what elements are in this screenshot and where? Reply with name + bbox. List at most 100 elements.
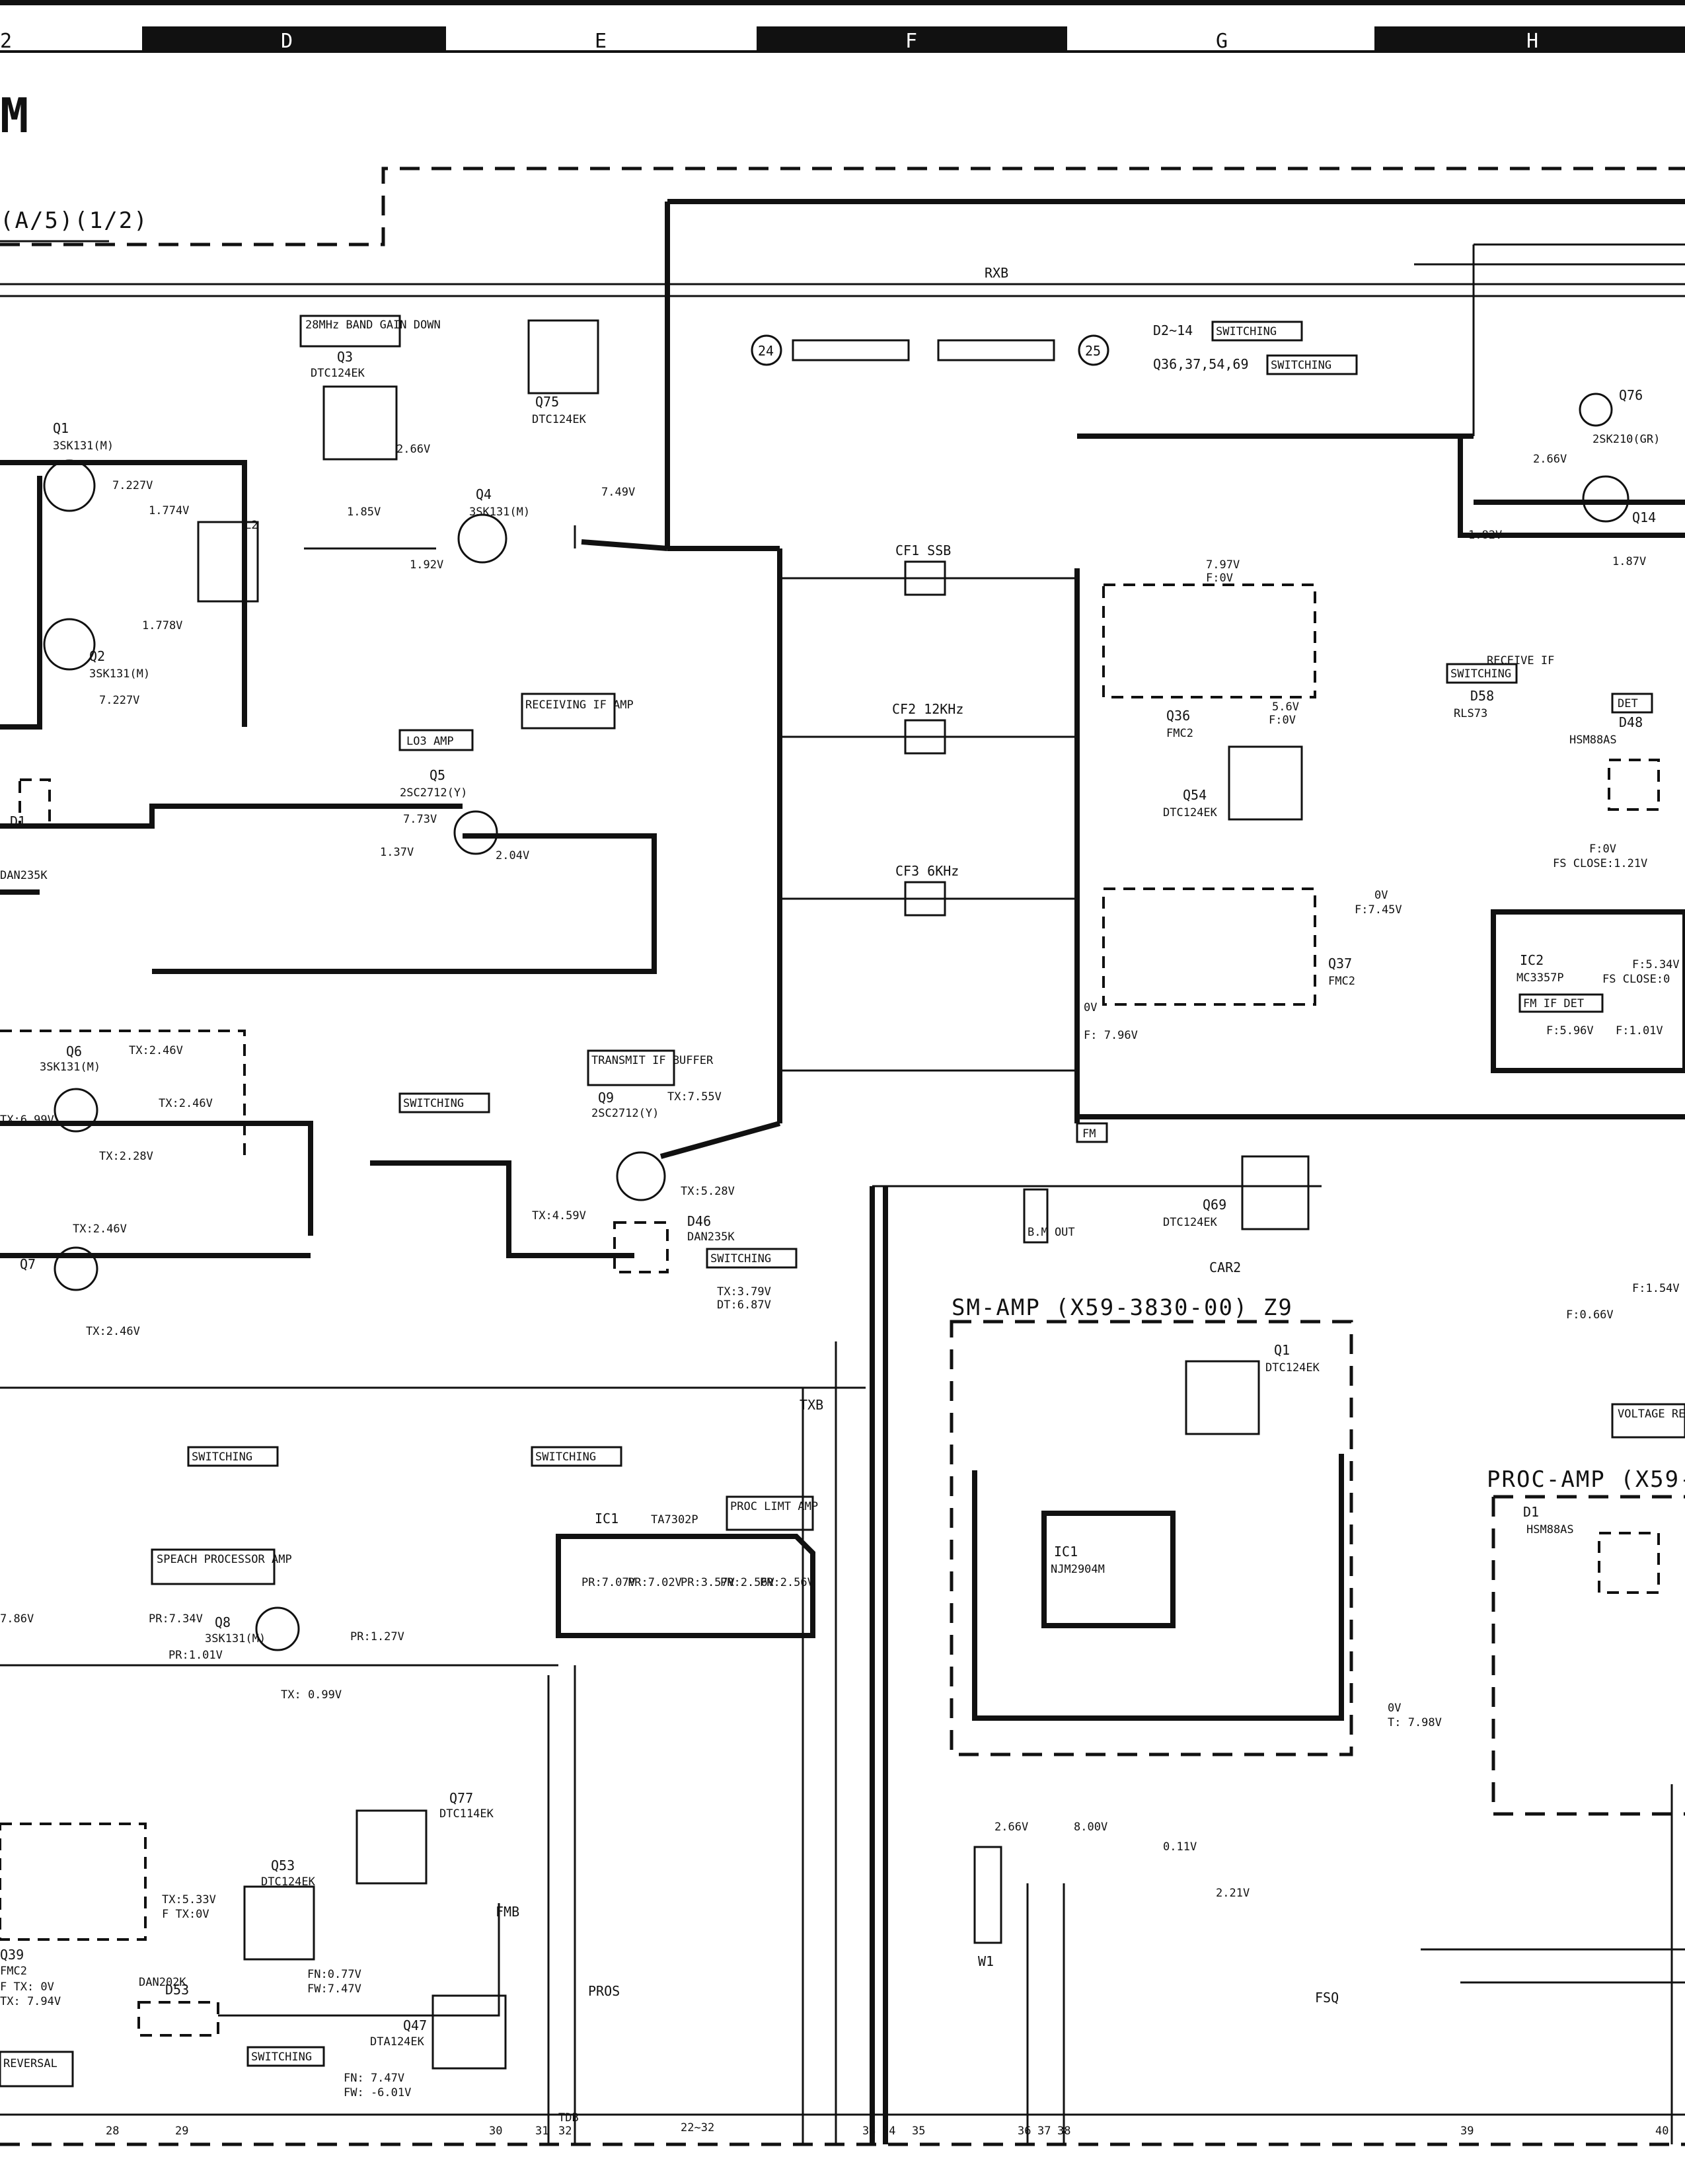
pin-36: 36 xyxy=(1018,2125,1031,2138)
v-q2-a: 7.227V xyxy=(99,694,139,707)
d2-14-label: D2~14 xyxy=(1153,322,1193,338)
ruler-leading: 2 xyxy=(0,30,12,53)
filter-switching-section: CF1 SSB CF2 12KHz CF3 6KHz 24 25 D2~14 S… xyxy=(667,320,1685,1143)
ic2-type: MC3357P xyxy=(1516,971,1564,985)
ruler-col-g: G xyxy=(1216,30,1228,53)
q2-label: Q2 xyxy=(89,648,105,664)
v-q8-b: PR:1.01V xyxy=(168,1649,223,1662)
v-misc-a: F:0.66V xyxy=(1566,1308,1614,1322)
v-q5-a: 7.73V xyxy=(403,813,437,826)
q3-type: DTC124EK xyxy=(311,367,365,380)
v-q14-c: 1.87V xyxy=(1612,555,1646,568)
q5-type: 2SC2712(Y) xyxy=(400,786,467,800)
fsq-label: FSQ xyxy=(1315,1990,1339,2006)
switching-label-4: SWITCHING xyxy=(710,1252,771,1265)
v-q47-d: FW: -6.01V xyxy=(344,2086,411,2099)
q75-label: Q75 xyxy=(535,394,559,410)
speech-processor-section: SWITCHING SWITCHING SPEACH PROCESSOR AMP… xyxy=(0,1446,818,1702)
v-d48-b: FS CLOSE:1.21V xyxy=(1553,857,1647,870)
pin-35: 35 xyxy=(912,2125,925,2138)
v-q1-b: 1.774V xyxy=(149,504,189,517)
d48-label: D48 xyxy=(1619,714,1643,730)
lo3-section: Q5 2SC2712(Y) 7.73V 1.37V 2.04V D1 DAN23… xyxy=(0,767,657,974)
v-q5-b: 1.37V xyxy=(380,846,414,859)
d53-label: D53 xyxy=(165,1982,189,1998)
pin-30: 30 xyxy=(489,2125,502,2138)
v-q53-b: F TX:0V xyxy=(162,1908,209,1921)
connector-25: 25 xyxy=(1085,343,1101,359)
q54-type: DTC124EK xyxy=(1163,806,1218,819)
sm-amp-board: SM-AMP (X59-3830-00) Z9 Q1 DTC124EK IC1 … xyxy=(950,1295,1442,1969)
v-q14-a: 2.66V xyxy=(1533,453,1567,466)
d1-label: D1 xyxy=(10,813,26,829)
sm-q1-label: Q1 xyxy=(1274,1342,1290,1358)
bottom-switch-section: Q39 FMC2 F TX: 0V TX: 7.94V REVERSAL Q53… xyxy=(0,1790,1339,2125)
cf3-label: CF3 6KHz xyxy=(895,863,959,879)
v-sm-c: 0.11V xyxy=(1163,1840,1197,1854)
q2-type: 3SK131(M) xyxy=(89,667,150,681)
v-q4-a: 1.85V xyxy=(347,506,381,519)
q39-type: FMC2 xyxy=(0,1965,27,1978)
d58-label: D58 xyxy=(1470,688,1494,704)
q39-label: Q39 xyxy=(0,1947,24,1963)
supply-rails: RXB xyxy=(0,199,1685,548)
sm-ic1-label: IC1 xyxy=(1054,1544,1078,1560)
pin-33: 33 xyxy=(862,2125,876,2138)
q8-label: Q8 xyxy=(215,1614,231,1630)
q76-label: Q76 xyxy=(1619,387,1643,403)
q77-type: DTC114EK xyxy=(439,1807,494,1821)
v-q4-d: 2.66V xyxy=(396,443,430,456)
unit-reference: (A/5)(1/2) xyxy=(0,207,149,234)
q37-label: Q37 xyxy=(1328,956,1352,971)
switching-label-8: SWITCHING xyxy=(251,2051,312,2064)
speech-amp-label: SPEACH PROCESSOR AMP xyxy=(157,1553,292,1566)
v-d48-a: F:0V xyxy=(1589,843,1616,856)
v-q6-a: TX:2.46V xyxy=(129,1044,183,1057)
q69-label: Q69 xyxy=(1203,1197,1226,1213)
fm-label: FM xyxy=(1082,1127,1096,1141)
board-outline xyxy=(0,167,1685,2146)
switching-label-7: SWITCHING xyxy=(535,1450,596,1464)
car2-label: CAR2 xyxy=(1209,1260,1241,1275)
d48-type: HSM88AS xyxy=(1569,734,1617,747)
v-q8-a: PR:7.34V xyxy=(149,1612,203,1626)
q36-type: FMC2 xyxy=(1166,727,1193,740)
d53-type: DAN202K xyxy=(139,1976,186,1989)
pin-32: 32 xyxy=(558,2125,572,2138)
proc-d1-label: D1 xyxy=(1523,1504,1539,1520)
q36-label: Q36 xyxy=(1166,708,1190,724)
v-q7-a: TX:2.46V xyxy=(86,1325,140,1338)
q47-label: Q47 xyxy=(403,2017,427,2033)
ruler-col-f: F xyxy=(905,30,917,53)
ruler-col-h: H xyxy=(1526,30,1538,53)
v-q8-c: PR:1.27V xyxy=(350,1630,404,1643)
ic1-label: IC1 xyxy=(595,1511,618,1526)
v-q8-e: 7.86V xyxy=(0,1612,34,1626)
v-q4-c: 7.49V xyxy=(601,486,635,499)
q-switch-label: Q36,37,54,69 xyxy=(1153,356,1249,372)
v-ic2-c: F:5.96V xyxy=(1546,1024,1594,1037)
d1-type: DAN235K xyxy=(0,869,48,882)
pin-34: 34 xyxy=(882,2125,895,2138)
q6-label: Q6 xyxy=(66,1043,82,1059)
pin-29: 29 xyxy=(175,2125,188,2138)
proc-amp-title: PROC-AMP (X59- xyxy=(1487,1466,1685,1493)
interconnect-buses xyxy=(547,1186,1685,2144)
v-q6-e: TX:2.46V xyxy=(73,1223,127,1236)
d46-label: D46 xyxy=(687,1213,711,1229)
switching-label-5: SWITCHING xyxy=(403,1097,464,1110)
v-ic2-a: F:5.34V xyxy=(1632,958,1680,971)
v-q39-a: F TX: 0V xyxy=(0,1980,54,1994)
v-q9-c: TX:4.59V xyxy=(532,1209,586,1223)
q53-label: Q53 xyxy=(271,1858,295,1873)
sm-q1-type: DTC124EK xyxy=(1265,1361,1320,1374)
pin-31: 31 xyxy=(535,2125,548,2138)
v-ic2-d: F:1.01V xyxy=(1616,1024,1663,1037)
gain-down-label: 28MHz BAND GAIN DOWN xyxy=(305,319,441,332)
switching-label-1: SWITCHING xyxy=(1216,325,1277,338)
bottom-pin-row: 28 29 30 31 32 33 34 35 36 37 38 39 40 2… xyxy=(0,2113,1685,2138)
q53-type: DTC124EK xyxy=(261,1875,316,1889)
fm-if-det-label: FM IF DET xyxy=(1523,997,1584,1010)
v-q6-d: TX:2.28V xyxy=(99,1150,153,1163)
